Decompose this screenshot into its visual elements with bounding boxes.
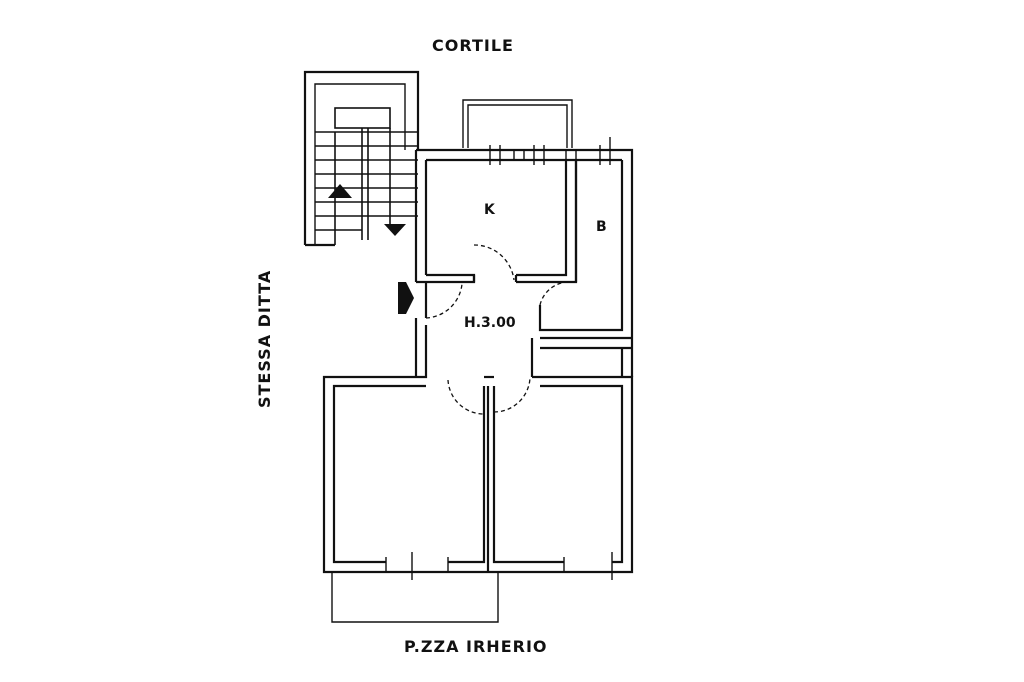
- kitchen-room: [416, 160, 578, 284]
- label-piazza: P.ZZA IRHERIO: [404, 637, 548, 656]
- balcony-south: [331, 572, 499, 623]
- bathroom-room: [538, 160, 632, 340]
- living-rooms: [322, 375, 634, 580]
- entry-arrow: [398, 282, 414, 314]
- label-stessa-ditta: STESSA DITTA: [255, 270, 274, 408]
- bathroom-door-swing: [539, 281, 569, 306]
- right-room-door-swing: [493, 377, 531, 413]
- balcony-north: [462, 99, 573, 148]
- kitchen-label: K: [484, 202, 496, 218]
- exterior-walls: [414, 137, 634, 377]
- ceiling-height-label: H.3.00: [464, 315, 516, 331]
- stair-down-arrow: [384, 224, 406, 236]
- staircase: [303, 70, 420, 247]
- hallway: [414, 282, 632, 379]
- bathroom-label: B: [596, 219, 607, 235]
- label-cortile: CORTILE: [432, 36, 514, 55]
- left-room-door-swing: [447, 379, 485, 415]
- stair-up-arrow: [328, 184, 352, 198]
- entry-door-swing: [425, 283, 463, 319]
- kitchen-door-swing: [473, 244, 515, 281]
